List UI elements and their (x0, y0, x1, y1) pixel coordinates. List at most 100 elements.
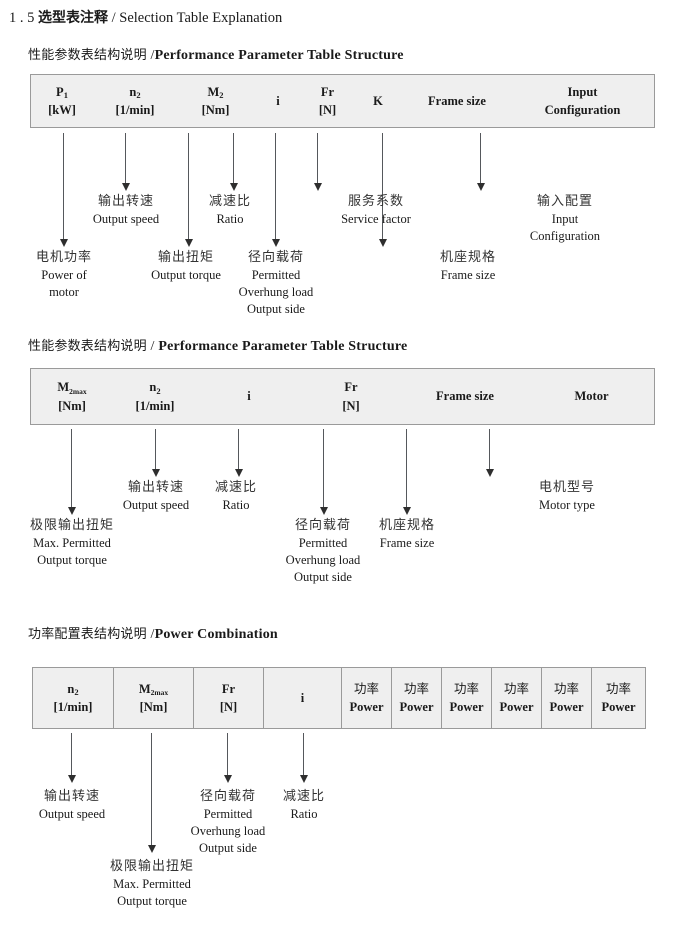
page-title: 1 . 5 选型表注释 / Selection Table Explanatio… (9, 7, 282, 27)
table-3-col-n2-symbol: n2 (67, 681, 79, 698)
label-service-factor: 服务系数 Service factor (317, 193, 435, 228)
label-input-configuration-en-1: Input (551, 211, 579, 226)
label-permitted-overhung-load-3-en-1: Permitted (203, 806, 253, 821)
table-3-col-m2max-symbol: M2max (138, 681, 169, 698)
table-1-col-frame-size-symbol: Frame size (428, 93, 486, 108)
label-frame-size-2-en-1: Frame size (379, 535, 435, 550)
label-ratio: 减速比 Ratio (188, 193, 272, 228)
table-3-col-fr-unit: [N] (219, 700, 238, 714)
label-output-torque-cn: 输出扭矩 (157, 250, 214, 265)
section-number: 1 . 5 (9, 10, 35, 26)
table-1-col-k-symbol: K (373, 93, 383, 108)
section-3-heading-sep: / (150, 627, 155, 642)
table-2-col-n2: n2 [1/min] (113, 369, 197, 424)
arrow-to-input-configuration (476, 133, 485, 191)
arrow-to-output-speed (121, 133, 130, 191)
arrow-to-frame-size (378, 133, 387, 247)
table-3-col-fr: Fr [N] (193, 668, 263, 728)
page-title-cn: 选型表注释 (38, 10, 108, 26)
table-2-col-fr-unit: [N] (342, 398, 360, 413)
table-1-col-n2-symbol: n2 (129, 84, 141, 101)
label-ratio-3-cn: 减速比 (282, 789, 325, 804)
table-3-col-power-1-en: Power (349, 700, 384, 714)
label-max-permitted-output-torque-2-cn: 极限输出扭矩 (29, 518, 114, 533)
label-max-permitted-output-torque-3-en-1: Max. Permitted (113, 876, 191, 891)
label-input-configuration-en-2: Configuration (529, 229, 601, 244)
table-1-col-input-configuration-unit: Configuration (544, 103, 621, 117)
table-1-col-fr: Fr [N] (302, 75, 353, 127)
section-1-heading-sep: / (150, 48, 155, 63)
table-1-col-p1-symbol: P1 (56, 84, 68, 101)
table-3-col-fr-symbol: Fr (221, 681, 236, 696)
table-1-col-input-configuration-symbol: Input (567, 84, 598, 99)
table-1-col-input-configuration: Input Configuration (511, 75, 654, 127)
arrow-to-permitted-overhung-load (271, 133, 280, 247)
arrow-to-ratio (229, 133, 238, 191)
table-2-col-frame-size: Frame size (401, 369, 529, 424)
label-output-speed-2: 输出转速 Output speed (106, 479, 206, 514)
label-frame-size-cn: 机座规格 (439, 250, 496, 265)
section-2-heading: 性能参数表结构说明 / Performance Parameter Table … (28, 335, 407, 355)
table-3-col-power-3: 功率 Power (441, 668, 491, 728)
table-3-col-power-6: 功率 Power (591, 668, 645, 728)
table-1-col-frame-size: Frame size (403, 75, 511, 127)
arrow-to-permitted-overhung-load-2 (319, 429, 328, 515)
label-max-permitted-output-torque-3: 极限输出扭矩 Max. Permitted Output torque (93, 858, 211, 910)
arrow-to-power-of-motor (59, 133, 68, 247)
label-motor-type-2: 电机型号 Motor type (539, 479, 639, 514)
label-ratio-en-1: Ratio (216, 211, 244, 226)
label-power-of-motor: 电机功率 Power of motor (14, 249, 114, 301)
arrow-to-output-speed-2 (151, 429, 160, 477)
table-3-col-power-1-cn: 功率 (353, 680, 379, 696)
performance-parameter-table-1: P1 [kW] n2 [1/min] M2 [Nm] i Fr [N] K Fr… (30, 74, 655, 128)
label-output-speed-2-cn: 输出转速 (127, 480, 184, 495)
title-separator: / (111, 10, 116, 26)
arrow-to-ratio-2 (234, 429, 243, 477)
label-output-speed-3: 输出转速 Output speed (22, 788, 122, 823)
section-2-heading-cn: 性能参数表结构说明 (28, 339, 147, 354)
table-3-col-power-5-cn: 功率 (553, 680, 579, 696)
table-3-col-m2max: M2max [Nm] (113, 668, 193, 728)
label-max-permitted-output-torque-2-en-2: Output torque (37, 553, 107, 568)
page-title-en: Selection Table Explanation (119, 10, 283, 26)
table-1-col-fr-unit: [N] (318, 103, 337, 117)
table-3-col-power-2-en: Power (399, 700, 434, 714)
label-max-permitted-output-torque-2-en-1: Max. Permitted (33, 535, 111, 550)
table-2-col-n2-symbol: n2 (149, 380, 161, 396)
label-frame-size: 机座规格 Frame size (417, 249, 519, 284)
table-3-col-power-2: 功率 Power (391, 668, 441, 728)
table-3-col-i-symbol: i (300, 690, 305, 705)
label-ratio-cn: 减速比 (208, 194, 251, 209)
label-output-speed-cn: 输出转速 (97, 194, 154, 209)
table-1-col-i: i (254, 75, 302, 127)
table-1-col-p1: P1 [kW] (31, 75, 93, 127)
table-3-col-m2max-unit: [Nm] (139, 700, 168, 714)
label-power-of-motor-en-2: motor (49, 285, 79, 300)
label-motor-type-2-en-1: Motor type (539, 497, 595, 512)
section-3-heading-cn: 功率配置表结构说明 (28, 627, 147, 642)
label-permitted-overhung-load-2-en-1: Permitted (298, 535, 348, 550)
table-3-col-power-4-cn: 功率 (503, 680, 529, 696)
table-3-col-power-3-en: Power (449, 700, 484, 714)
label-motor-type-2-cn: 电机型号 (539, 480, 596, 495)
label-permitted-overhung-load-3-cn: 径向载荷 (199, 789, 256, 804)
arrow-to-permitted-overhung-load-3 (223, 733, 232, 783)
table-2-col-m2max-symbol: M2max (57, 380, 87, 396)
arrow-to-ratio-3 (299, 733, 308, 783)
table-1-col-m2: M2 [Nm] (177, 75, 254, 127)
table-1-col-p1-unit: [kW] (48, 103, 76, 117)
table-1-col-m2-unit: [Nm] (201, 103, 230, 117)
table-3-col-n2-unit: [1/min] (53, 700, 93, 714)
arrow-to-max-permitted-output-torque-2 (67, 429, 76, 515)
arrow-to-max-permitted-output-torque-3 (147, 733, 156, 853)
label-frame-size-2-cn: 机座规格 (378, 518, 435, 533)
label-service-factor-en-1: Service factor (341, 211, 411, 226)
arrow-to-frame-size-2 (402, 429, 411, 515)
label-ratio-2-en-1: Ratio (222, 497, 250, 512)
table-3-col-power-2-cn: 功率 (403, 680, 429, 696)
label-permitted-overhung-load-en-2: Overhung load (238, 285, 314, 300)
table-2-col-m2max-unit: [Nm] (58, 398, 86, 413)
arrow-to-service-factor (313, 133, 322, 191)
table-2-col-i: i (197, 369, 301, 424)
label-permitted-overhung-load-cn: 径向载荷 (247, 250, 304, 265)
